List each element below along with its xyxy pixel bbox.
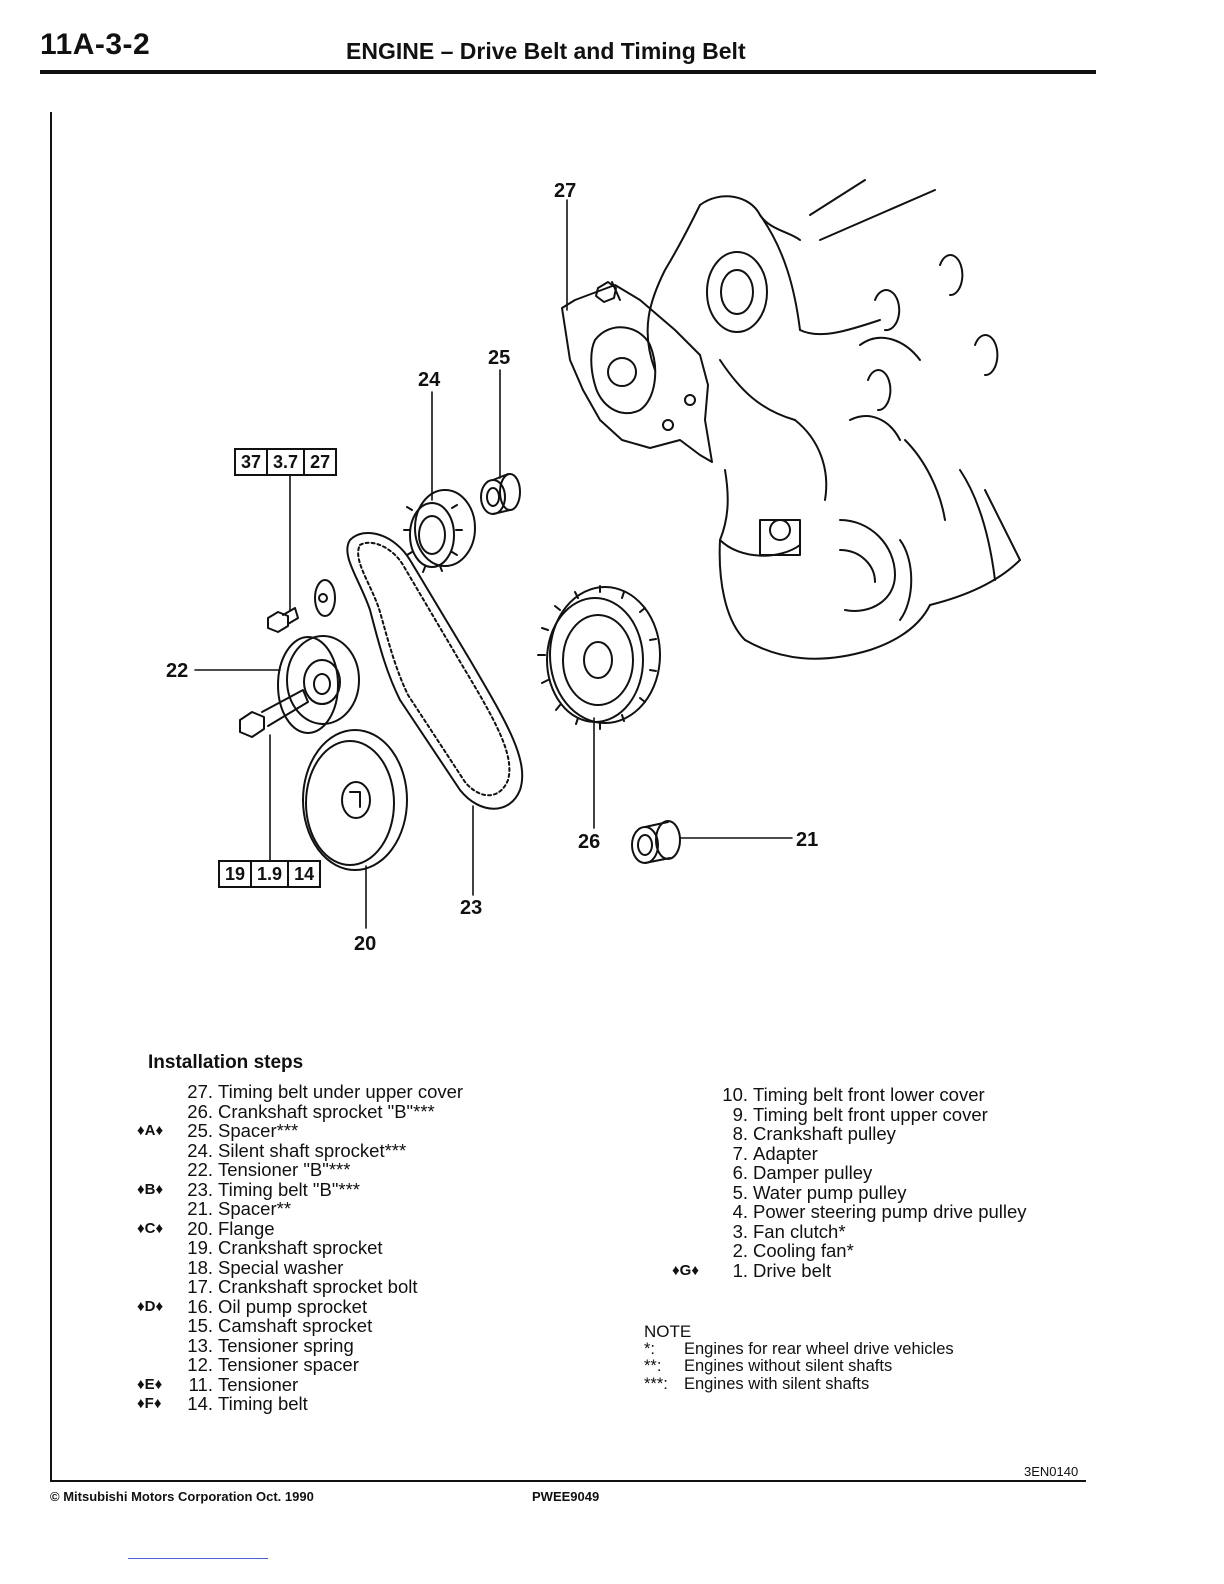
torque-kgm: 1.9 [252,862,290,886]
scan-artifact-line [128,1558,268,1559]
note-item: *:Engines for rear wheel drive vehicles [644,1339,954,1358]
crankshaft-sprocket-26 [537,585,661,730]
note-title: NOTE [644,1322,692,1341]
torque-ftlbs: 14 [294,864,315,884]
callout-25: 25 [488,347,510,369]
torque-kgm: 3.7 [268,450,306,474]
list-item: ♦F♦14.Timing belt [137,1393,308,1414]
engine-block-illustration [646,179,1021,660]
exploded-view-diagram: 27 25 24 22 26 21 23 20 [166,179,1021,955]
installation-steps-left: 27.Timing belt under upper cover 26.Cran… [137,1081,464,1414]
tensioner-bolt [239,689,309,738]
list-item: 24.Silent shaft sprocket*** [187,1139,407,1161]
list-item: 5.Water pump pulley [732,1181,907,1203]
callout-23: 23 [460,897,482,919]
list-item: 4.Power steering pump drive pulley [732,1201,1027,1222]
list-item: 10.Timing belt front lower cover [722,1084,985,1105]
torque-spec-lower: 19 1.9 14 [218,860,322,888]
callout-21: 21 [796,829,818,851]
washer-near-tensioner [314,579,336,617]
spacer-21 [631,820,681,864]
publication-code: PWEE9049 [532,1489,600,1504]
callout-27: 27 [554,180,576,202]
list-item: ♦E♦11.Tensioner [137,1373,299,1395]
list-item: 8.Crankshaft pulley [732,1123,896,1144]
tensioner-22 [277,635,360,734]
installation-steps-right: 10.Timing belt front lower cover 9.Timin… [672,1084,1027,1281]
left-margin-rule [50,112,52,1482]
torque-spec-upper: 37 3.7 27 [234,448,338,476]
list-item: ♦A♦25.Spacer*** [137,1120,299,1141]
note-item: ***:Engines with silent shafts [644,1374,870,1393]
timing-belt-under-cover [561,281,713,463]
list-item: 18.Special washer [187,1256,344,1278]
callout-20: 20 [354,933,376,955]
silent-shaft-sprocket-24 [403,489,476,573]
timing-belt-23 [346,531,524,810]
footer-rule [50,1480,1086,1482]
list-item: 17.Crankshaft sprocket bolt [187,1276,418,1297]
callout-24: 24 [418,369,441,391]
list-item: 6.Damper pulley [732,1162,873,1183]
spacer-25 [480,473,521,515]
leader-lines [194,199,793,929]
figure-code: 3EN0140 [1024,1464,1079,1479]
callout-22: 22 [166,660,188,682]
torque-nm: 37 [236,450,269,474]
list-item: ♦C♦20.Flange [137,1217,275,1239]
bolt-upper [267,607,299,633]
list-item: 7.Adapter [732,1142,818,1164]
torque-nm: 19 [220,862,253,886]
section-number: 11A-3-2 [40,28,151,61]
list-item: 26.Crankshaft sprocket "B"*** [187,1100,435,1122]
list-item: 3.Fan clutch* [732,1220,846,1242]
torque-ftlbs: 27 [310,452,331,472]
list-item: ♦G♦1.Drive belt [672,1259,832,1281]
flange-20 [302,729,408,871]
callout-26: 26 [578,831,600,853]
page-title: ENGINE – Drive Belt and Timing Belt [346,38,746,64]
list-item: ♦B♦23.Timing belt "B"*** [137,1178,361,1200]
list-item: 2.Cooling fan* [732,1240,854,1261]
note-block: NOTE *:Engines for rear wheel drive vehi… [644,1323,954,1393]
list-item: 9.Timing belt front upper cover [732,1103,988,1125]
list-item: 12.Tensioner spacer [187,1354,359,1375]
list-item: 21.Spacer** [187,1198,292,1219]
list-item: 19.Crankshaft sprocket [187,1237,383,1258]
list-item: 22.Tensioner "B"*** [187,1159,351,1180]
note-item: **:Engines without silent shafts [644,1357,893,1375]
list-item: 15.Camshaft sprocket [187,1315,373,1336]
callout-labels: 27 25 24 22 26 21 23 20 [166,180,818,955]
copyright-footer: © Mitsubishi Motors Corporation Oct. 199… [50,1489,314,1504]
installation-steps-title: Installation steps [148,1052,304,1073]
list-item: ♦D♦16.Oil pump sprocket [137,1295,368,1317]
header-rule [40,70,1096,74]
list-item: 27.Timing belt under upper cover [187,1081,464,1102]
list-item: 13.Tensioner spring [187,1334,354,1356]
